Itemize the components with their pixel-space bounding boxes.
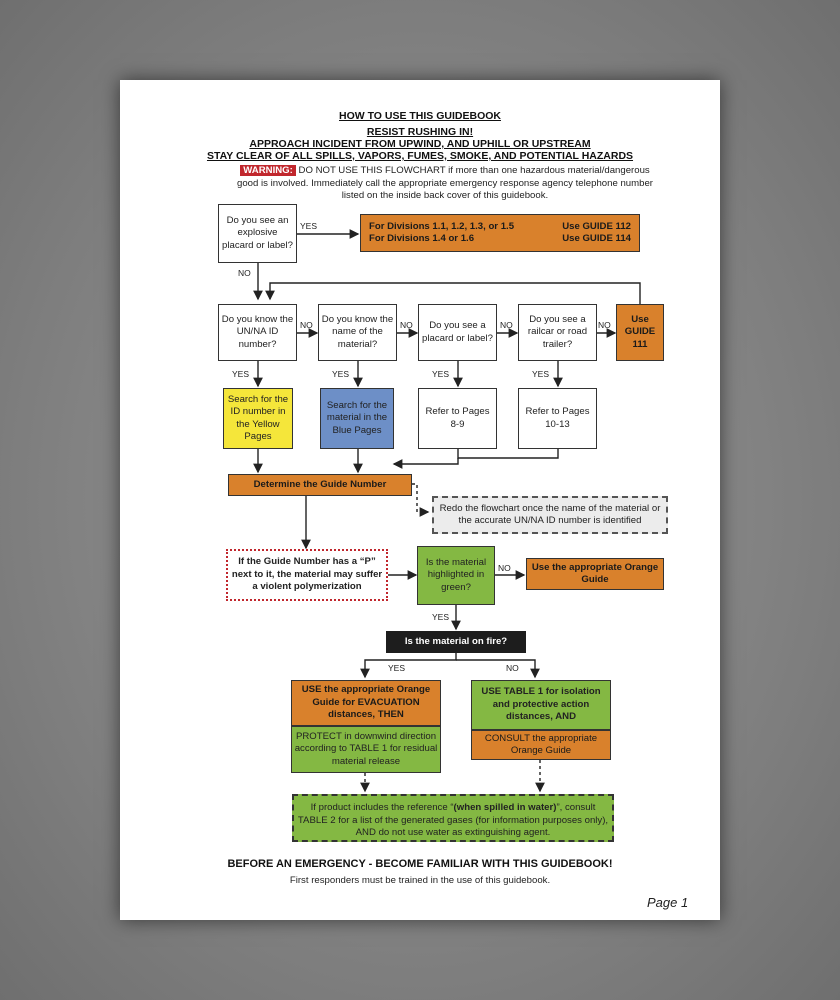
warning-block: WARNING: DO NOT USE THIS FLOWCHART if mo… [225,165,665,203]
warning-text-3: listed on the inside back cover of this … [341,190,549,201]
use-orange-guide-box: Use the appropriate Orange Guide [526,558,664,590]
yes-label-4: YES [532,369,550,379]
yes-label-3: YES [432,369,450,379]
yellow-pages-box: Search for the ID number in the Yellow P… [223,388,293,449]
question-railcar: Do you see a railcar or road trailer? [518,304,597,361]
question-placard: Do you see a placard or label? [418,304,497,361]
yes-label-2: YES [332,369,350,379]
approach-line: APPROACH INCIDENT FROM UPWIND, AND UPHIL… [249,138,591,150]
no-label-3: NO [500,320,513,330]
footer-title: BEFORE AN EMERGENCY - BECOME FAMILIAR WI… [227,858,613,870]
highlighted-yes-label: YES [432,612,450,622]
explosive-no-label: NO [238,268,251,278]
highlighted-no-label: NO [498,563,511,573]
refer-pages-10-13-box: Refer to Pages 10-13 [518,388,597,449]
spilled-in-water-box: If product includes the reference “(when… [292,794,614,842]
div2-guide: Use GUIDE 114 [562,233,631,244]
warning-text-2: good is involved. Immediately call the a… [237,177,653,189]
explosive-question-box: Do you see an explosive placard or label… [218,204,297,263]
refer-pages-8-9-box: Refer to Pages 8-9 [418,388,497,449]
water-text-a: If product includes the reference “ [310,802,454,813]
question-material-name: Do you know the name of the material? [318,304,397,361]
div1-guide: Use GUIDE 112 [562,220,631,232]
explosive-yes-label: YES [300,221,318,231]
div1-label: For Divisions 1.1, 1.2, 1.3, or 1.5 [369,220,515,232]
warning-tag: WARNING: [240,165,296,176]
no-label-1: NO [300,320,313,330]
water-text-bold: (when spilled in water) [453,802,557,813]
fire-yes-orange-guide-box: USE the appropriate Orange Guide for EVA… [291,680,441,726]
page-title: HOW TO USE THIS GUIDEBOOK [339,110,501,122]
fire-yes-label: YES [388,663,406,673]
water-text-b: ”, consult TABLE 2 for a list of the gen… [297,802,609,838]
footer-subtitle: First responders must be trained in the … [289,875,551,886]
no-label-4: NO [598,320,611,330]
on-fire-question: Is the material on fire? [386,631,526,653]
flowchart-connectors [253,229,641,793]
resist-rushing-line: RESIST RUSHING IN! [366,126,474,138]
guidebook-page: HOW TO USE THIS GUIDEBOOK RESIST RUSHING… [120,80,720,920]
stay-clear-line: STAY CLEAR OF ALL SPILLS, VAPORS, FUMES,… [206,150,634,162]
question-un-number: Do you know the UN/NA ID number? [218,304,297,361]
no-label-2: NO [400,320,413,330]
use-guide-111-box: Use GUIDE 111 [616,304,664,361]
page-number: Page 1 [647,895,689,910]
fire-yes-protect-box: PROTECT in downwind direction according … [291,726,441,773]
determine-guide-number-box: Determine the Guide Number [228,474,412,496]
redo-flowchart-box: Redo the flowchart once the name of the … [432,496,668,534]
div2-label: For Divisions 1.4 or 1.6 [369,233,475,244]
fire-no-table1-box: USE TABLE 1 for isolation and protective… [471,680,611,730]
fire-no-consult-box: CONSULT the appropriate Orange Guide [471,730,611,760]
highlighted-green-question: Is the material highlighted in green? [417,546,495,605]
polymerization-warning-box: If the Guide Number has a “P” next to it… [226,549,388,601]
yes-label-1: YES [232,369,250,379]
blue-pages-box: Search for the material in the Blue Page… [320,388,394,449]
fire-no-label: NO [506,663,519,673]
warning-text-1: DO NOT USE THIS FLOWCHART if more than o… [295,165,650,176]
